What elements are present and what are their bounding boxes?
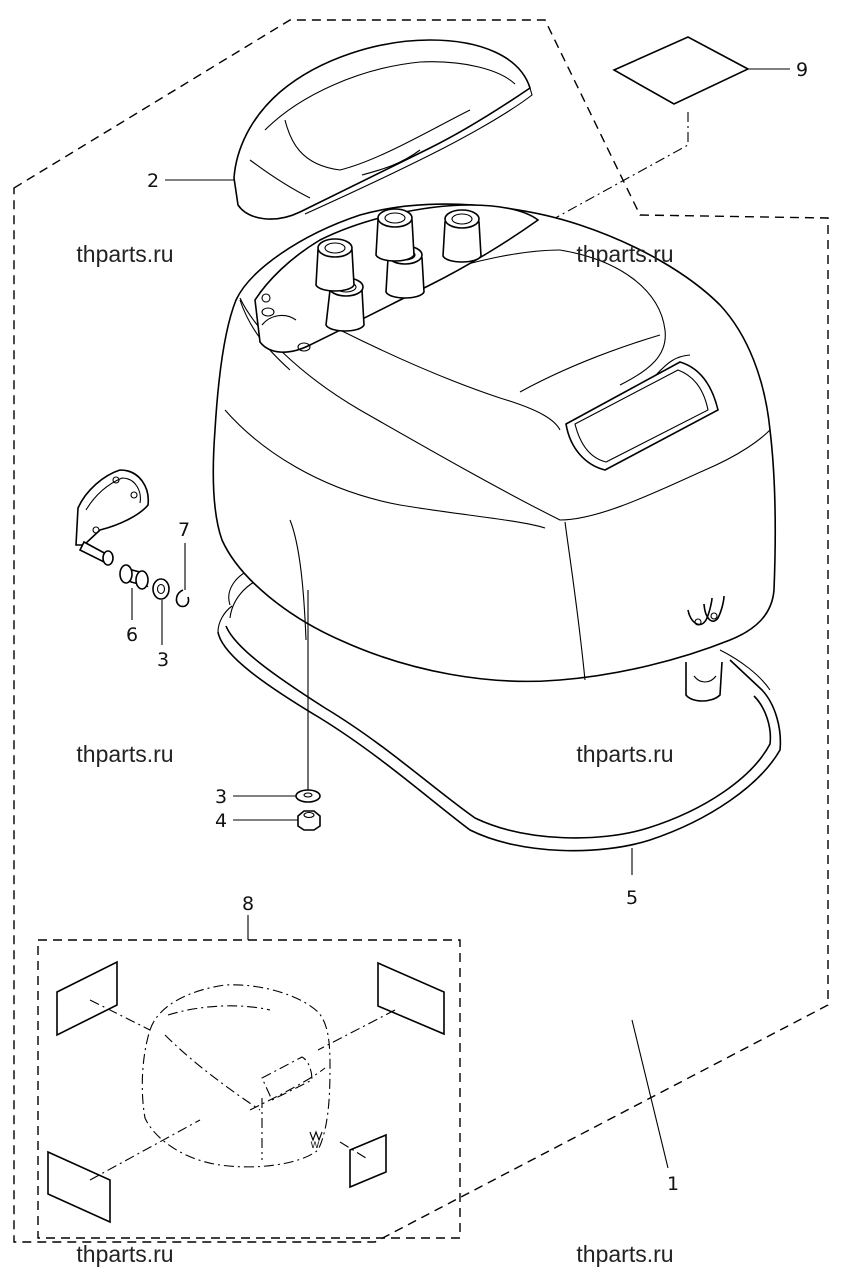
part-4-nut — [297, 810, 321, 831]
callout-3-lower: 3 — [215, 786, 227, 808]
watermark-text: thparts.ru — [576, 1241, 673, 1267]
part-3-washer-lower — [295, 789, 321, 803]
watermark-text: thparts.ru — [76, 741, 173, 767]
watermark-text: thparts.ru — [76, 241, 173, 267]
callout-1: 1 — [667, 1173, 679, 1195]
leader-lines — [131, 68, 790, 1169]
intake-port-5 — [442, 209, 482, 263]
watermarks: thparts.ru thparts.ru thparts.ru thparts… — [76, 241, 673, 1267]
part-3-washer-upper — [152, 578, 170, 600]
watermark-text: thparts.ru — [76, 1241, 173, 1267]
assembly-boundary-outline — [13, 19, 829, 1243]
callout-9: 9 — [796, 59, 808, 81]
callout-3-upper: 3 — [157, 649, 169, 671]
leader-line-1 — [631, 1019, 669, 1169]
callout-4: 4 — [215, 810, 227, 832]
part-5-seal-rim — [217, 567, 782, 852]
inset-emblem-letter: W — [311, 1141, 320, 1151]
callout-2: 2 — [147, 170, 159, 192]
callout-7: 7 — [178, 519, 190, 541]
cover-emblem — [687, 595, 725, 626]
part-6-latch-bracket — [75, 469, 149, 590]
callout-8: 8 — [242, 893, 254, 915]
watermark-text: thparts.ru — [576, 741, 673, 767]
watermark-text: thparts.ru — [576, 241, 673, 267]
part-8-graphic-set — [37, 939, 461, 1239]
part-2-top-cover — [233, 39, 533, 220]
part-7-clip — [175, 589, 190, 608]
intake-port-2 — [315, 238, 355, 292]
intake-port-4 — [375, 208, 415, 262]
intake-ports — [254, 204, 540, 353]
callout-5: 5 — [626, 887, 638, 909]
callout-labels: 2 9 7 6 3 3 4 5 8 1 — [126, 59, 808, 1195]
callout-6: 6 — [126, 624, 138, 646]
